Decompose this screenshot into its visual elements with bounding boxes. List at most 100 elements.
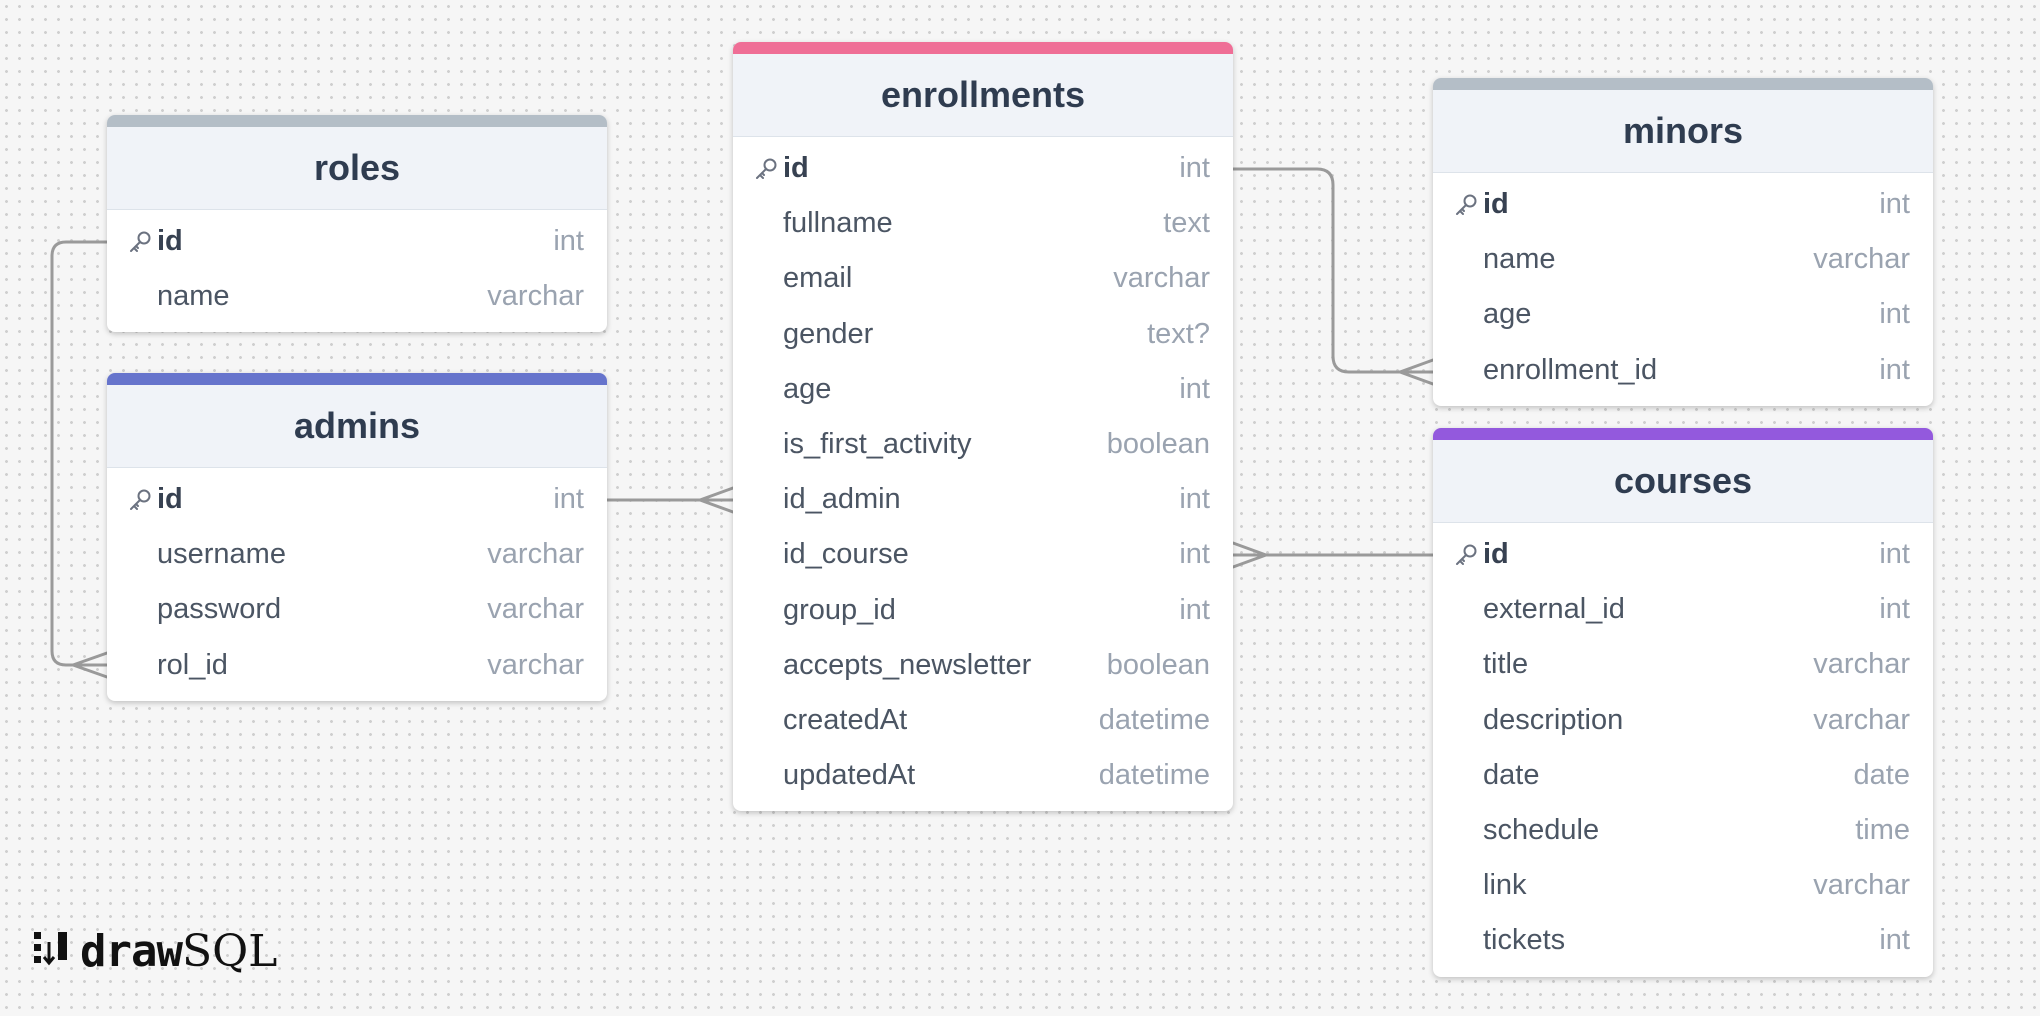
- column-name: is_first_activity: [783, 427, 972, 460]
- column-name: accepts_newsletter: [783, 648, 1032, 681]
- column-type: text: [1163, 207, 1210, 240]
- column-name: title: [1483, 648, 1529, 681]
- column-row[interactable]: age int: [1433, 287, 1933, 342]
- column-row[interactable]: date date: [1433, 748, 1933, 803]
- column-type: int: [1879, 298, 1910, 331]
- column-type: int: [1179, 372, 1210, 405]
- column-name: date: [1483, 758, 1540, 791]
- column-type: varchar: [1113, 262, 1210, 295]
- column-type: boolean: [1106, 648, 1210, 681]
- relation-enrollments-minors[interactable]: [1231, 167, 1435, 374]
- crowfoot-enrollments-id-course: [1231, 541, 1268, 569]
- column-type: int: [1179, 152, 1210, 184]
- column-type: varchar: [1813, 243, 1910, 276]
- column-type: varchar: [487, 280, 584, 313]
- primary-key-icon: [130, 489, 151, 510]
- table-color-bar: [107, 373, 607, 385]
- primary-key-icon: [756, 158, 777, 179]
- column-type: int: [1879, 593, 1910, 626]
- column-name: id: [1483, 538, 1509, 570]
- column-type: boolean: [1106, 427, 1210, 460]
- column-type: date: [1853, 758, 1910, 791]
- column-name: gender: [783, 317, 874, 350]
- table-title: admins: [107, 385, 607, 468]
- table-title: courses: [1433, 440, 1933, 523]
- column-row[interactable]: is_first_activity boolean: [733, 417, 1233, 472]
- column-row[interactable]: external_id int: [1433, 582, 1933, 637]
- column-row[interactable]: id int: [107, 214, 607, 269]
- column-row[interactable]: group_id int: [733, 583, 1233, 638]
- column-row[interactable]: name varchar: [107, 269, 607, 324]
- column-type: int: [1879, 538, 1910, 570]
- column-name: updatedAt: [783, 759, 916, 792]
- column-row[interactable]: accepts_newsletter boolean: [733, 638, 1233, 693]
- brand-text-sql: SQL: [181, 925, 278, 977]
- column-row[interactable]: gender text?: [733, 307, 1233, 362]
- column-name: username: [157, 538, 286, 571]
- relation-roles-admins[interactable]: [50, 240, 109, 667]
- column-name: group_id: [783, 593, 896, 626]
- column-name: description: [1483, 703, 1624, 736]
- brand-text-draw: draw: [80, 925, 183, 977]
- column-type: varchar: [487, 648, 584, 681]
- column-name: id: [157, 225, 183, 257]
- column-type: int: [1179, 538, 1210, 571]
- column-name: external_id: [1483, 593, 1625, 626]
- column-name: enrollment_id: [1483, 353, 1658, 386]
- column-type: varchar: [1813, 703, 1910, 736]
- column-row[interactable]: rol_id varchar: [107, 638, 607, 693]
- column-row[interactable]: description varchar: [1433, 693, 1933, 748]
- table-title: minors: [1433, 90, 1933, 173]
- column-row[interactable]: id int: [1433, 527, 1933, 582]
- column-row[interactable]: title varchar: [1433, 637, 1933, 692]
- column-type: varchar: [1813, 648, 1910, 681]
- table-title: enrollments: [733, 54, 1233, 137]
- column-type: int: [1179, 593, 1210, 626]
- column-row[interactable]: name varchar: [1433, 232, 1933, 287]
- column-name: name: [157, 280, 230, 313]
- column-type: int: [1879, 188, 1910, 220]
- column-row[interactable]: id int: [1433, 177, 1933, 232]
- column-type: text?: [1147, 317, 1210, 350]
- column-type: time: [1855, 813, 1910, 846]
- column-type: int: [553, 483, 584, 515]
- crowfoot-admins-rol-id: [71, 651, 109, 679]
- column-type: int: [553, 225, 584, 257]
- column-name: id_course: [783, 538, 909, 571]
- column-name: createdAt: [783, 703, 908, 736]
- drawsql-logo-icon: [34, 932, 67, 966]
- table-color-bar: [107, 115, 607, 127]
- table-color-bar: [1433, 428, 1933, 440]
- column-type: int: [1879, 924, 1910, 957]
- column-row[interactable]: username varchar: [107, 527, 607, 582]
- table-minors[interactable]: minors id int name varchar age int enrollment_…: [1433, 78, 1933, 406]
- column-name: id_admin: [783, 483, 901, 516]
- column-name: rol_id: [157, 648, 228, 681]
- column-type: varchar: [487, 538, 584, 571]
- table-color-bar: [733, 42, 1233, 54]
- column-name: id: [1483, 188, 1509, 220]
- column-name: age: [1483, 298, 1532, 331]
- column-name: name: [1483, 243, 1556, 276]
- column-name: password: [157, 593, 282, 626]
- column-row[interactable]: id_course int: [733, 527, 1233, 582]
